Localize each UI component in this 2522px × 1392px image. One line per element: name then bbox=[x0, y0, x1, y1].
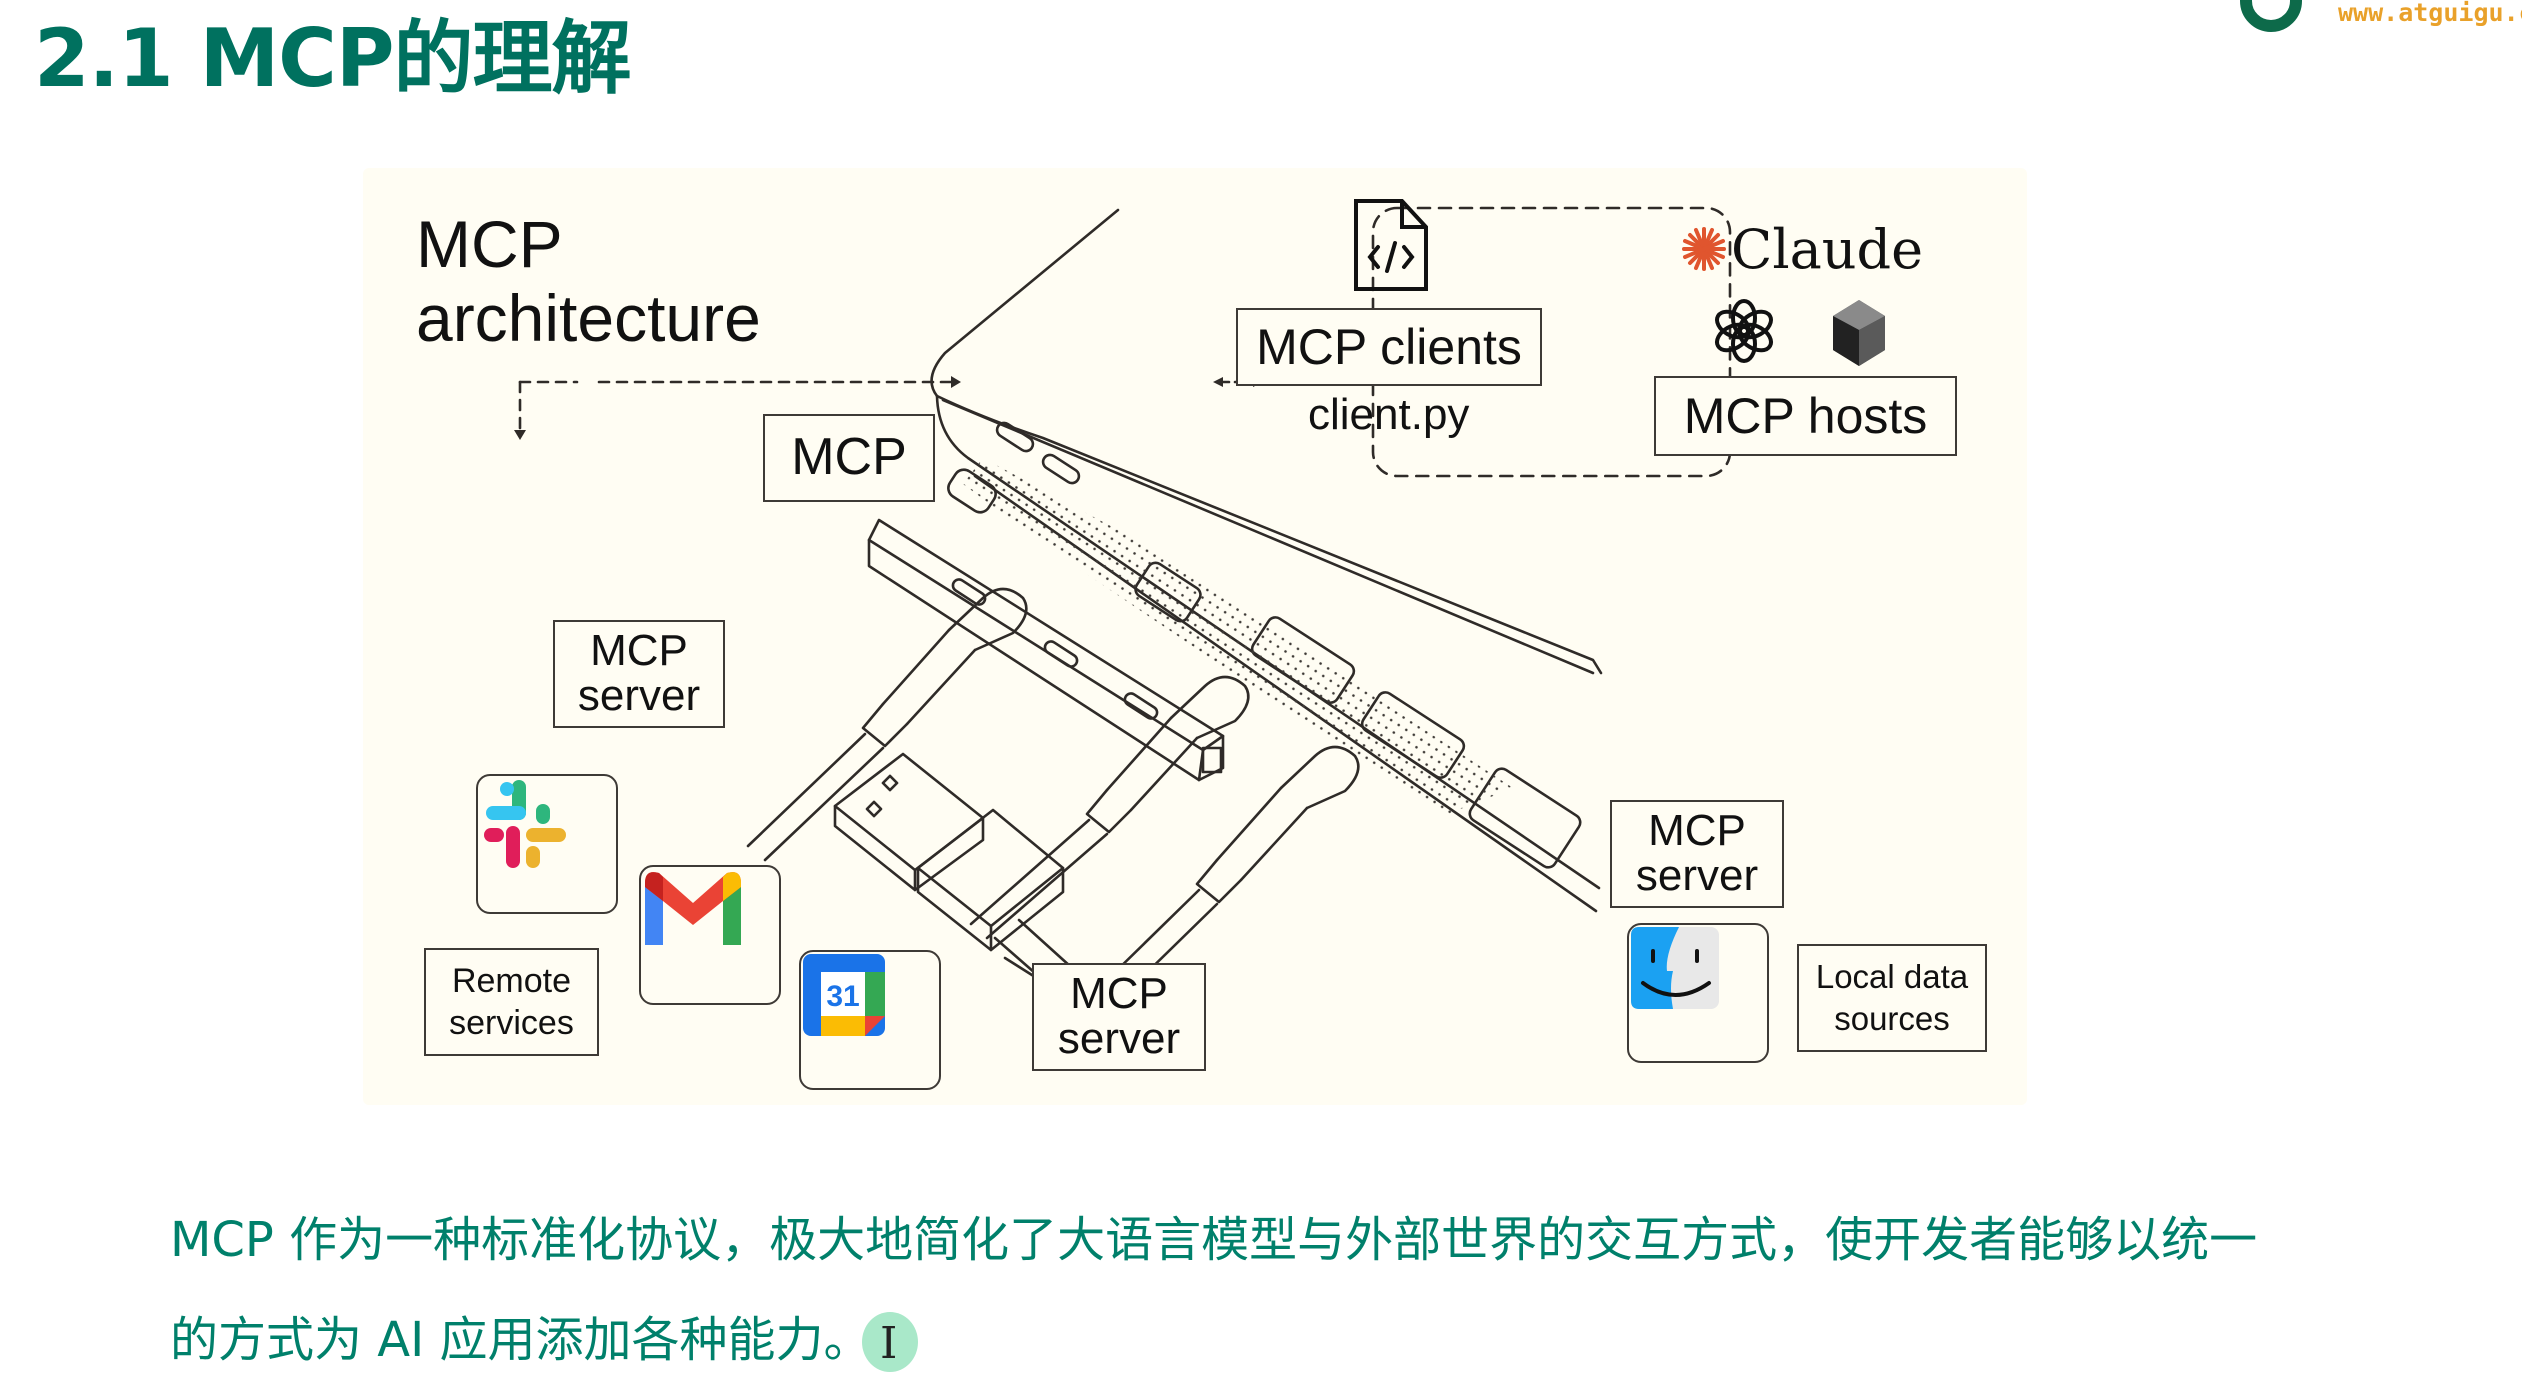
server-label-line2: server bbox=[1057, 1014, 1181, 1063]
laptop-screen-edge bbox=[930, 208, 1120, 398]
gmail-icon bbox=[645, 872, 741, 945]
hub-top bbox=[867, 518, 1225, 752]
mcp-architecture-diagram: MCP architecture MCP MCP clients client.… bbox=[363, 168, 2027, 1105]
server-label-line1: MCP bbox=[1070, 969, 1168, 1019]
laptop-port-2 bbox=[1041, 453, 1081, 485]
mcp-hosts-label: MCP hosts bbox=[1683, 387, 1928, 444]
code-file-icon bbox=[1352, 197, 1430, 293]
server-label-line2: server bbox=[1635, 851, 1759, 900]
local-data-sources-caption-box: Local data sources bbox=[1797, 944, 1987, 1052]
finder-icon bbox=[1631, 927, 1719, 1009]
hub-port-2 bbox=[1043, 640, 1079, 668]
google-calendar-service-tile: 31 bbox=[799, 950, 941, 1090]
remote-caption-line2: services bbox=[449, 1004, 574, 1042]
mcp-clients-box: MCP clients bbox=[1236, 308, 1542, 386]
remote-mcp-server-box-bottom: MCP server bbox=[1032, 963, 1206, 1071]
cable-gmail bbox=[969, 675, 1250, 940]
hub-bottom bbox=[867, 538, 1205, 782]
calendar-day: 31 bbox=[826, 980, 859, 1013]
laptop-base-lid bbox=[941, 398, 1595, 675]
logo-ring-icon bbox=[2240, 0, 2302, 32]
claude-label: Claude bbox=[1731, 218, 1924, 281]
cable-slack bbox=[746, 587, 1028, 862]
body-text-line2: 的方式为 AI 应用添加各种能力。 bbox=[170, 1312, 872, 1368]
remote-caption-line1: Remote bbox=[451, 961, 572, 1000]
local-mcp-server-box: MCP server bbox=[1610, 800, 1784, 908]
diagram-heading-line2: architecture bbox=[416, 281, 761, 355]
hub-end-port bbox=[1201, 746, 1223, 774]
google-calendar-icon: 31 bbox=[803, 954, 885, 1036]
mcp-hosts-box: MCP hosts bbox=[1654, 376, 1957, 456]
mcp-clients-label: MCP clients bbox=[1256, 318, 1522, 375]
arrow-head-left-hosts bbox=[1213, 377, 1223, 387]
mcp-label: MCP bbox=[791, 428, 907, 487]
body-text-line1: MCP 作为一种标准化协议，极大地简化了大语言模型与外部世界的交互方式，使开发者… bbox=[170, 1212, 2258, 1268]
server-label-line1: MCP bbox=[1648, 806, 1746, 856]
text-cursor-icon bbox=[862, 1312, 918, 1372]
speaker-grille-icon bbox=[963, 458, 1513, 816]
arrow-head-down bbox=[514, 430, 526, 440]
crystal-logo-icon bbox=[1829, 298, 1889, 368]
atguigu-logo: www.atguigu.c bbox=[2240, 0, 2522, 32]
slide-title: 2.1 MCP的理解 bbox=[34, 12, 632, 105]
server-label-line1: MCP bbox=[590, 626, 688, 676]
hub-port-1 bbox=[951, 578, 987, 606]
hub-end bbox=[1197, 734, 1225, 782]
laptop-port-1 bbox=[995, 421, 1035, 453]
gmail-service-tile bbox=[639, 865, 781, 1005]
remote-services-caption-box: Remote services bbox=[424, 948, 599, 1056]
hub-port-3 bbox=[1123, 692, 1159, 720]
cable-calendar bbox=[1107, 745, 1360, 994]
client-file-label: client.py bbox=[1308, 390, 1470, 439]
diagram-heading-line1: MCP bbox=[416, 207, 563, 281]
openai-logo-icon bbox=[1711, 298, 1777, 364]
laptop-base-front bbox=[935, 394, 1601, 890]
arrow-head-right-clients bbox=[951, 376, 961, 388]
local-caption-line2: sources bbox=[1834, 1000, 1950, 1037]
mcp-box: MCP bbox=[763, 414, 935, 502]
logo-url: www.atguigu.c bbox=[2338, 0, 2522, 27]
remote-mcp-server-box-top: MCP server bbox=[553, 620, 725, 728]
diagram-illustration bbox=[514, 206, 1732, 1018]
slack-icon bbox=[484, 780, 566, 868]
claude-star-icon bbox=[1681, 226, 1727, 272]
finder-service-tile bbox=[1627, 923, 1769, 1063]
local-caption-line1: Local data bbox=[1815, 957, 1969, 995]
slack-service-tile bbox=[476, 774, 618, 914]
server-label-line2: server bbox=[577, 671, 701, 720]
